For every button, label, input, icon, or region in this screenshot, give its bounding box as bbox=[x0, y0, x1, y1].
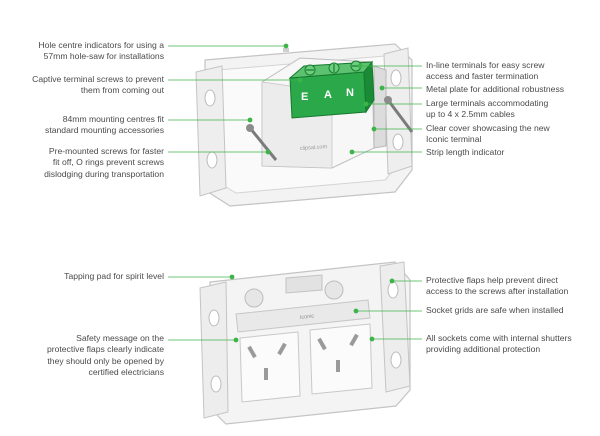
metal-plate bbox=[373, 65, 387, 149]
callout-clear-cover: Clear cover showcasing the new Iconic te… bbox=[426, 123, 550, 146]
callout-line: access and faster termination bbox=[426, 71, 539, 82]
callout-line: Captive terminal screws to prevent bbox=[32, 74, 164, 84]
mount-hole-icon bbox=[387, 281, 399, 299]
callout-safety-message: Safety message on the protective flaps c… bbox=[0, 333, 164, 378]
callout-line: 57mm hole-saw for installations bbox=[43, 51, 164, 62]
callout-mounting-centres: 84mm mounting centres fit standard mount… bbox=[0, 114, 164, 137]
top-mechanism: E A N clipsal.com bbox=[195, 43, 414, 207]
brand-text: Iconic bbox=[300, 313, 315, 320]
callout-line: access to the screws after installation bbox=[426, 286, 569, 297]
mount-hole-icon bbox=[390, 351, 402, 369]
callout-line: providing additional protection bbox=[426, 344, 541, 355]
protective-flap bbox=[235, 299, 371, 333]
callout-line: them from coming out bbox=[80, 85, 164, 96]
callout-line: Metal plate for additional robustness bbox=[426, 84, 565, 94]
callout-line: All sockets come with internal shutters bbox=[426, 333, 572, 343]
callout-inline-terminals: In-line terminals for easy screw access … bbox=[426, 60, 544, 83]
mount-hole-icon bbox=[208, 309, 220, 327]
callout-premounted-screws: Pre-mounted screws for faster fit off, O… bbox=[0, 146, 164, 180]
callout-line: up to 4 x 2.5mm cables bbox=[426, 109, 515, 120]
callout-line: Safety message on the bbox=[76, 333, 164, 343]
callout-line: dislodging during transportation bbox=[44, 168, 164, 179]
callout-line: Hole centre indicators for using a bbox=[38, 40, 164, 50]
callout-line: standard mounting accessories bbox=[45, 125, 164, 136]
callout-line: Protective flaps help prevent direct bbox=[426, 275, 558, 285]
callout-metal-plate: Metal plate for additional robustness bbox=[426, 84, 564, 95]
premounted-screw-right bbox=[384, 96, 414, 133]
callout-line: Socket grids are safe when installed bbox=[426, 305, 564, 315]
terminal-letter-n: N bbox=[346, 87, 354, 99]
callout-tapping-pad: Tapping pad for spirit level bbox=[0, 271, 164, 282]
mount-hole-icon bbox=[392, 133, 404, 151]
callout-internal-shutters: All sockets come with internal shutters … bbox=[426, 333, 572, 356]
callout-socket-grids: Socket grids are safe when installed bbox=[426, 305, 564, 316]
callout-line: 84mm mounting centres fit bbox=[62, 114, 164, 124]
cover-text: clipsal.com bbox=[300, 144, 328, 152]
callout-strip-length: Strip length indicator bbox=[426, 147, 504, 158]
socket-right bbox=[309, 323, 373, 395]
tapping-pad bbox=[285, 274, 323, 294]
terminal-letter-a: A bbox=[324, 89, 332, 101]
mount-hole-icon bbox=[204, 89, 216, 107]
callout-line: Tapping pad for spirit level bbox=[64, 271, 164, 281]
callout-large-terminals: Large terminals accommodating up to 4 x … bbox=[426, 98, 548, 121]
callout-line: Strip length indicator bbox=[426, 147, 505, 157]
callout-line: Pre-mounted screws for faster bbox=[48, 146, 164, 156]
callout-hole-centre: Hole centre indicators for using a 57mm … bbox=[0, 40, 164, 63]
screw-cap-icon bbox=[244, 288, 264, 308]
callout-line: In-line terminals for easy screw bbox=[426, 60, 545, 70]
hole-centre-indicator bbox=[283, 48, 289, 52]
callout-protective-flaps: Protective flaps help prevent direct acc… bbox=[426, 275, 568, 298]
callout-line: Iconic terminal bbox=[426, 134, 482, 145]
mount-hole-icon bbox=[210, 375, 222, 393]
socket-left bbox=[239, 331, 301, 403]
terminal-screws bbox=[304, 60, 362, 76]
callout-line: they should only be opened by bbox=[47, 355, 164, 366]
left-ear bbox=[195, 65, 227, 197]
callout-line: fit off, O rings prevent screws bbox=[52, 157, 164, 168]
callout-line: Large terminals accommodating bbox=[426, 98, 549, 108]
callout-line: protective flaps clearly indicate bbox=[46, 344, 164, 355]
terminal-letter-e: E bbox=[301, 91, 308, 103]
bottom-socket: Iconic bbox=[199, 261, 411, 425]
terminal-block-side bbox=[363, 60, 375, 114]
callout-line: Clear cover showcasing the new bbox=[426, 123, 550, 133]
mount-hole-icon bbox=[206, 151, 218, 169]
callout-line: certified electricians bbox=[88, 366, 164, 377]
premounted-screw-left bbox=[246, 124, 278, 161]
left-ear bbox=[199, 281, 229, 419]
mount-hole-icon bbox=[390, 69, 402, 87]
screw-cap-icon bbox=[324, 280, 344, 300]
callout-captive-screws: Captive terminal screws to prevent them … bbox=[0, 74, 164, 97]
leader-lines bbox=[168, 43, 422, 343]
right-ear bbox=[379, 261, 411, 393]
